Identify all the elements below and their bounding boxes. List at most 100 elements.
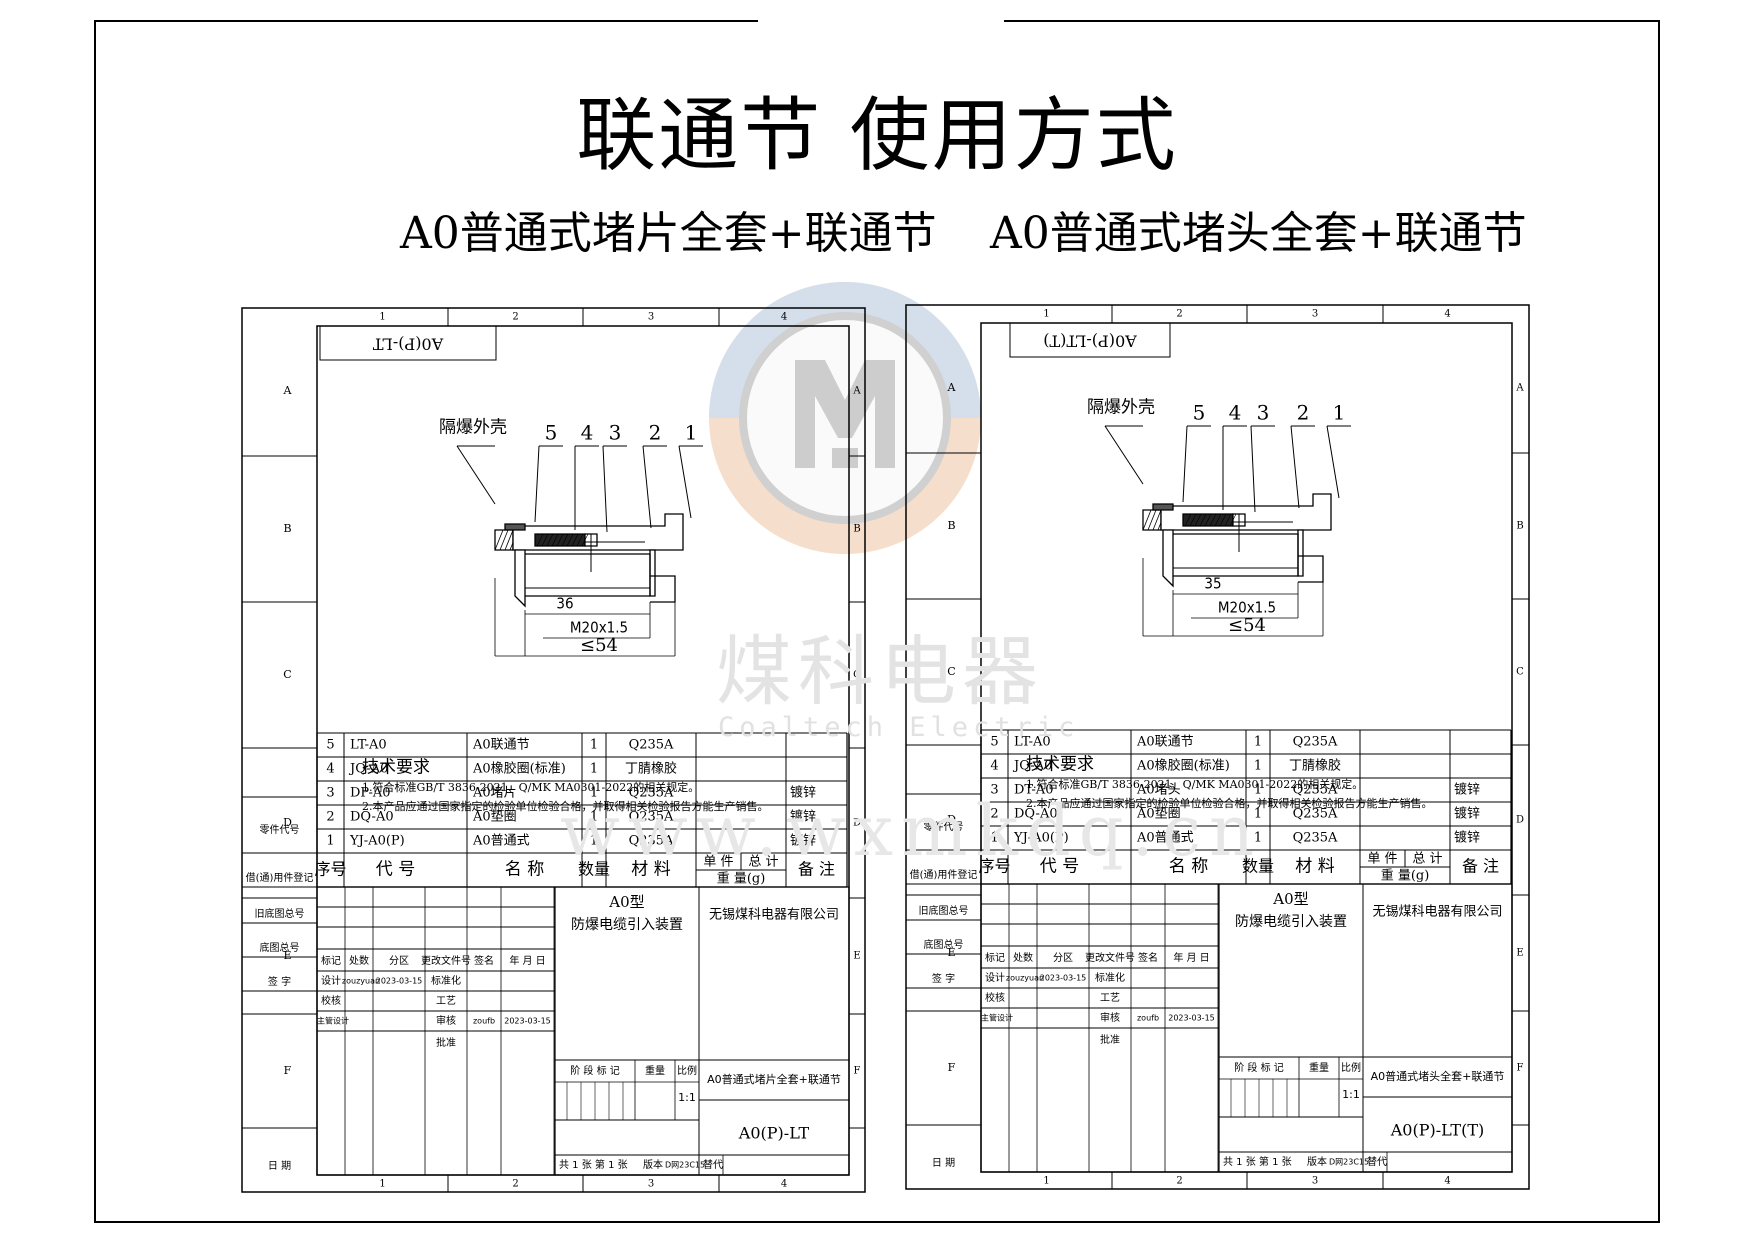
bom-header-total: 总 计 — [748, 855, 778, 870]
bom-no: 5 — [990, 735, 998, 750]
bom-note: 镀锌 — [790, 833, 816, 849]
hatch — [1142, 509, 1152, 531]
bom-note: 镀锌 — [1454, 830, 1480, 846]
tb-version: D网23C15 — [665, 1161, 705, 1170]
callout-number: 3 — [609, 421, 622, 445]
dim-length: 36 — [556, 595, 573, 613]
tb-approve: 批准 — [1100, 1033, 1120, 1046]
bom-name: A0垫圈 — [472, 809, 517, 825]
hatch — [1209, 513, 1217, 527]
side-label: 签 字 — [268, 975, 291, 988]
callout-leader — [1326, 425, 1340, 499]
bom-qty: 1 — [590, 786, 598, 801]
nut-left — [1162, 529, 1174, 588]
frame-gap — [758, 14, 1004, 24]
side-label: 借(通)用件登记 — [246, 871, 314, 884]
zone-col-label: 3 — [1312, 1176, 1318, 1187]
hatch — [576, 533, 584, 547]
zone-row-label: C — [947, 665, 955, 678]
zone-row-label: E — [1516, 948, 1523, 959]
callout-number: 5 — [1193, 401, 1206, 425]
zone-col-label: 3 — [648, 312, 654, 323]
code-box — [1009, 322, 1171, 358]
side-label: 签 字 — [932, 972, 955, 985]
tb-craft: 工艺 — [1100, 992, 1120, 1004]
bom-qty: 1 — [590, 834, 598, 849]
tb-drawing-name: A0普通式堵片全套+联通节 — [707, 1072, 841, 1086]
side-label: 零件代号 — [924, 821, 964, 833]
tech-line: 1.符合标准GB/T 3836-2021、Q/MK MA0301-2022的相关… — [362, 780, 699, 794]
tb-design: 设计 — [985, 971, 1005, 984]
tb-scale-label: 比例 — [1341, 1061, 1361, 1074]
zone-col-label: 3 — [1312, 309, 1318, 320]
tb-header-cell: 签名 — [474, 954, 494, 967]
hatch — [1224, 513, 1232, 527]
bom-header-weight: 重 量(g) — [1381, 868, 1430, 884]
tb-header-cell: 年 月 日 — [1173, 951, 1209, 964]
zone-row-label: F — [284, 1064, 292, 1077]
bom-name: A0联通节 — [1136, 735, 1194, 750]
zone-row-label: B — [1516, 521, 1523, 532]
tb-header-cell: 处数 — [1013, 951, 1033, 964]
tb-date1: 2023-03-15 — [1040, 974, 1087, 983]
nut-right — [1297, 529, 1304, 577]
callout-leader — [678, 445, 692, 519]
bom-qty: 1 — [1254, 735, 1262, 750]
bom-material: 丁腈橡胶 — [625, 761, 677, 777]
bom-material: Q235A — [1293, 807, 1338, 822]
housing-cap — [504, 523, 526, 531]
zone-row-label: A — [283, 384, 293, 397]
code-box-text: A0(P)-LT(T) — [1043, 332, 1138, 351]
zone-col-label: 1 — [379, 1179, 385, 1190]
zone-row-label: E — [853, 951, 860, 962]
hatch — [504, 529, 514, 551]
side-label: 底图总号 — [924, 938, 964, 951]
hatch — [536, 533, 544, 547]
side-label: 底图总号 — [260, 941, 300, 954]
hatch — [1152, 509, 1162, 531]
tb-approve: 批准 — [436, 1036, 456, 1049]
bom-note: 镀锌 — [1454, 806, 1480, 822]
tb-date2: 2023-03-15 — [1168, 1014, 1215, 1023]
bom-code: DP-A0 — [350, 786, 391, 801]
bom-note: 镀锌 — [790, 809, 816, 825]
tb-stage: 阶 段 标 记 — [570, 1064, 620, 1077]
hatch — [551, 533, 559, 547]
tech-title: 技术要求 — [1026, 755, 1094, 775]
tb-model: A0型 — [608, 893, 644, 911]
bom-code: DQ-A0 — [350, 810, 394, 825]
bom-name: A0堵头 — [1136, 783, 1181, 798]
bom-no: 3 — [990, 783, 998, 798]
bom-qty: 1 — [1254, 831, 1262, 846]
bom-name: A0普通式 — [1136, 831, 1194, 846]
bom-name: A0垫圈 — [1136, 806, 1181, 822]
tb-header-cell: 签名 — [1138, 951, 1158, 964]
tb-chief: 主管设计 — [981, 1013, 1013, 1023]
zone-col-label: 4 — [1444, 1176, 1450, 1187]
zone-col-label: 2 — [512, 312, 518, 323]
bom-header-material: 材 料 — [1295, 857, 1334, 877]
hatch — [541, 533, 549, 547]
zone-col-label: 3 — [648, 1179, 654, 1190]
tb-header-cell: 标记 — [985, 952, 1005, 964]
tb-check: 校核 — [321, 994, 341, 1007]
callout-leader — [1290, 425, 1300, 509]
code-box-text: A0(P)-LT — [372, 335, 444, 354]
tb-sheets: 共 1 张 第 1 张 — [559, 1158, 628, 1171]
bom-header-material: 材 料 — [631, 860, 670, 880]
hatch — [546, 533, 554, 547]
zone-col-label: 2 — [1176, 1176, 1182, 1187]
bom-material: Q235A — [629, 810, 674, 825]
hatch — [1229, 513, 1237, 527]
page-title: 联通节 使用方式 — [576, 89, 1178, 182]
tb-standard: 标准化 — [431, 974, 461, 987]
zone-col-label: 2 — [512, 1179, 518, 1190]
company-logo-watermark — [709, 282, 981, 554]
hatch — [1194, 513, 1202, 527]
tb-drawing-number: A0(P)-LT — [738, 1124, 810, 1143]
bom-header-qty: 数量 — [578, 860, 610, 879]
bom-qty: 1 — [590, 810, 598, 825]
